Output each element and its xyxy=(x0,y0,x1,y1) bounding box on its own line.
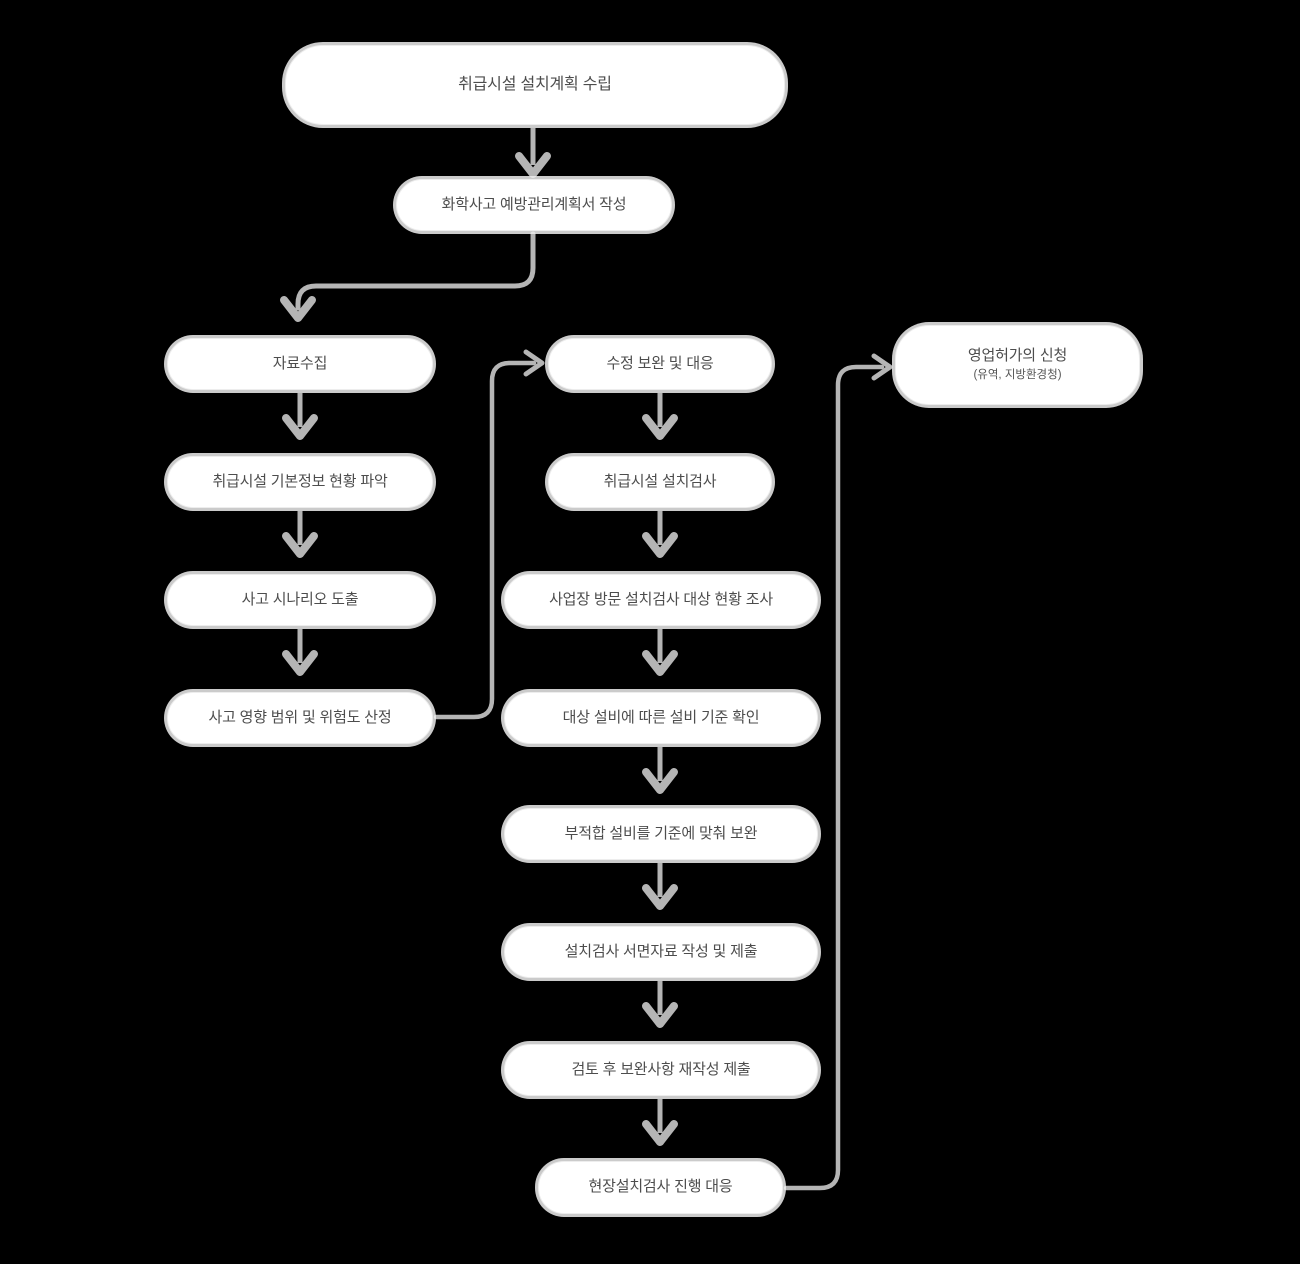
node-sublabel: (유역, 지방환경청) xyxy=(973,368,1062,381)
node-label: 화학사고 예방관리계획서 작성 xyxy=(441,195,627,213)
node-설치검사-서면자료-작성-및-제출[interactable]: 설치검사 서면자료 작성 및 제출 xyxy=(504,926,818,978)
node-수정-보완-및-대응[interactable]: 수정 보완 및 대응 xyxy=(548,338,772,390)
node-부적합-설비를-기준에-맞춰-보완[interactable]: 부적합 설비를 기준에 맞춰 보완 xyxy=(504,808,818,860)
node-label: 취급시설 설치계획 수립 xyxy=(458,76,612,93)
node-취급시설-설치계획-수립[interactable]: 취급시설 설치계획 수립 xyxy=(285,45,785,125)
connector-n2-n3 xyxy=(280,231,536,322)
node-영업허가의-신청[interactable]: 영업허가의 신청 (유역, 지방환경청) xyxy=(895,325,1140,405)
node-label: 취급시설 설치검사 xyxy=(603,472,717,490)
node-사고-시나리오-도출[interactable]: 사고 시나리오 도출 xyxy=(167,574,433,626)
node-label: 사업장 방문 설치검사 대상 현황 조사 xyxy=(549,590,773,608)
connector-n7-n8 xyxy=(642,393,678,440)
node-취급시설-설치검사[interactable]: 취급시설 설치검사 xyxy=(548,456,772,508)
connector-n1-n2 xyxy=(515,128,551,178)
connector-n10-n11 xyxy=(642,747,678,794)
connector-n8-n9 xyxy=(642,511,678,558)
connector-n13-n14 xyxy=(642,1099,678,1146)
connector-n5-n6 xyxy=(282,629,318,676)
node-사고-영향-범위-및-위험도-산정[interactable]: 사고 영향 범위 및 위험도 산정 xyxy=(167,692,433,744)
node-label: 설치검사 서면자료 작성 및 제출 xyxy=(564,942,758,960)
node-사업장-방문-설치검사-대상-현황-조사[interactable]: 사업장 방문 설치검사 대상 현황 조사 xyxy=(504,574,818,626)
node-label: 대상 설비에 따른 설비 기준 확인 xyxy=(562,708,760,726)
connector-n3-n4 xyxy=(282,393,318,440)
node-label: 부적합 설비를 기준에 맞춰 보완 xyxy=(564,824,758,842)
connector-n6-n7 xyxy=(433,349,545,720)
connector-n9-n10 xyxy=(642,629,678,676)
connector-n11-n12 xyxy=(642,863,678,910)
node-대상-설비에-따른-설비-기준-확인[interactable]: 대상 설비에 따른 설비 기준 확인 xyxy=(504,692,818,744)
node-화학사고-예방관리계획서-작성[interactable]: 화학사고 예방관리계획서 작성 xyxy=(396,179,672,231)
node-label: 취급시설 기본정보 현황 파악 xyxy=(212,472,388,490)
node-label: 영업허가의 신청 xyxy=(967,347,1068,365)
node-검토-후-보완사항-재작성-제출[interactable]: 검토 후 보완사항 재작성 제출 xyxy=(504,1044,818,1096)
node-label: 사고 시나리오 도출 xyxy=(241,590,359,608)
node-label: 사고 영향 범위 및 위험도 산정 xyxy=(208,708,392,726)
connector-n12-n13 xyxy=(642,981,678,1028)
node-label: 검토 후 보완사항 재작성 제출 xyxy=(571,1060,751,1078)
node-label: 수정 보완 및 대응 xyxy=(606,354,714,372)
node-label: 현장설치검사 진행 대응 xyxy=(588,1178,733,1196)
node-취급시설-기본정보-현황-파악[interactable]: 취급시설 기본정보 현황 파악 xyxy=(167,456,433,508)
node-자료수집[interactable]: 자료수집 xyxy=(167,338,433,390)
node-label: 자료수집 xyxy=(272,354,328,372)
node-현장설치검사-진행-대응[interactable]: 현장설치검사 진행 대응 xyxy=(538,1161,783,1214)
connector-n4-n5 xyxy=(282,511,318,558)
